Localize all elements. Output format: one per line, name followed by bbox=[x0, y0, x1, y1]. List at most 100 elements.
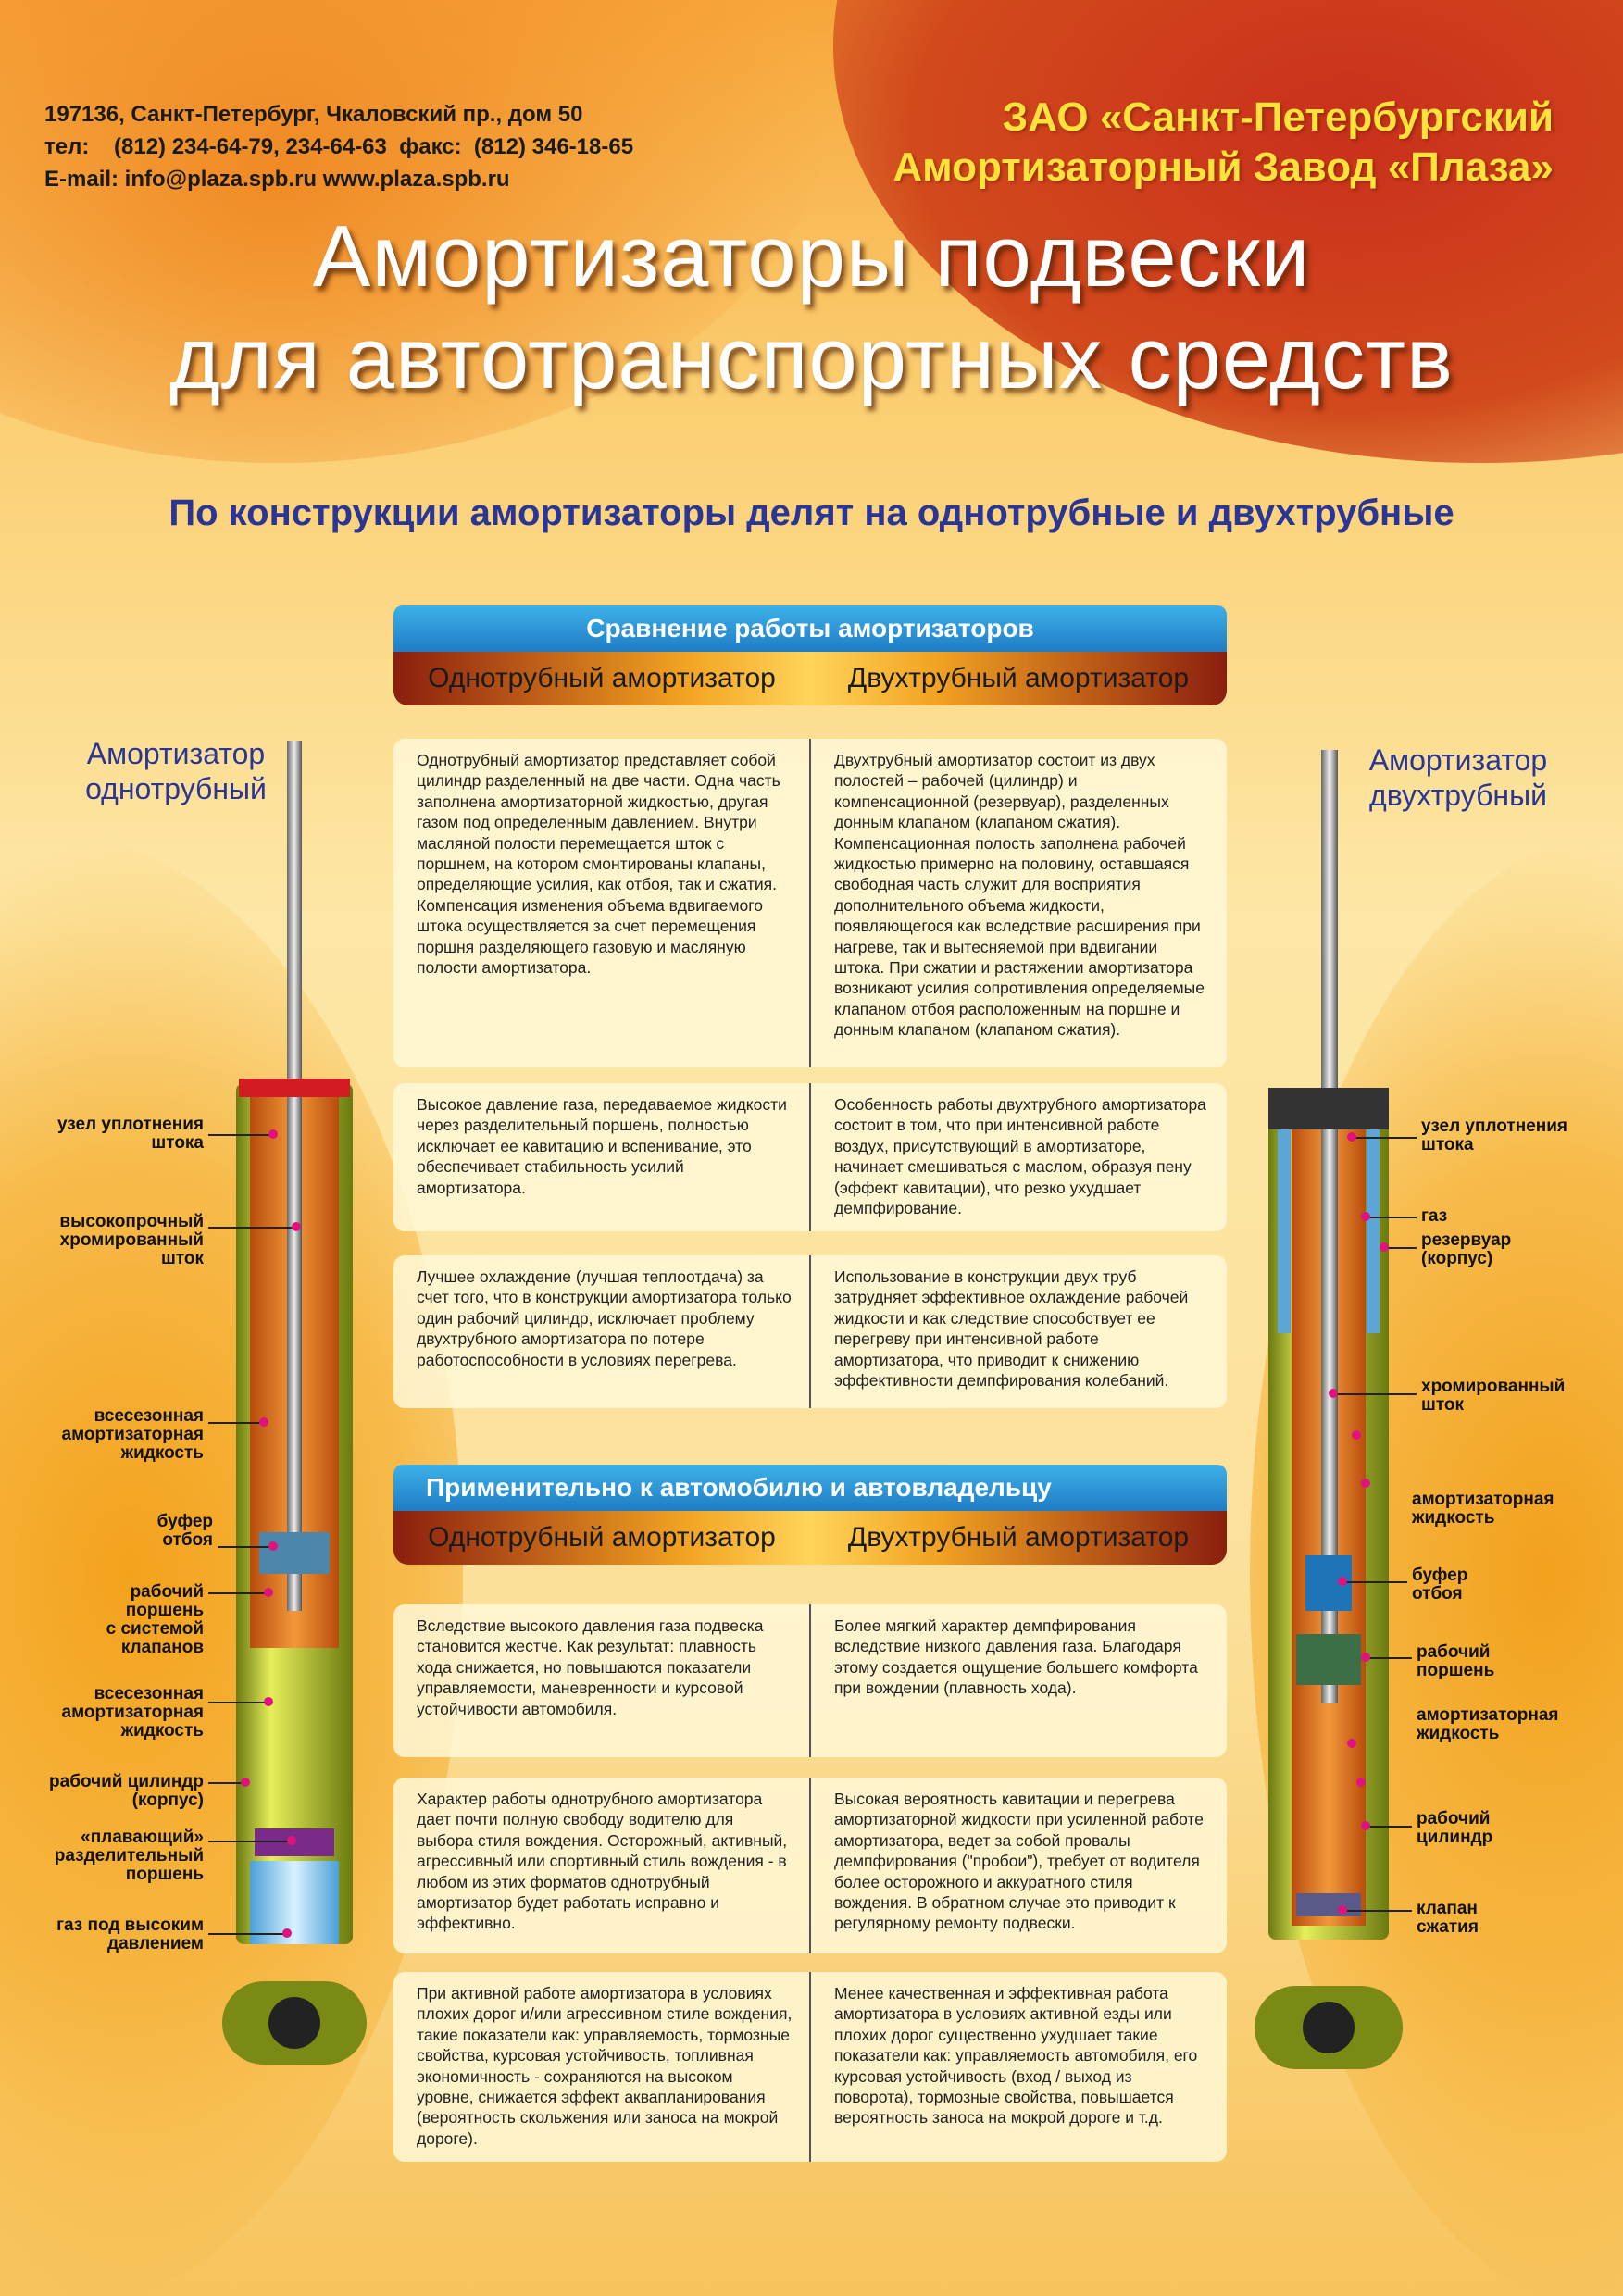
part-label-line: жидкость bbox=[120, 1443, 204, 1463]
part-label-line: высокопрочный bbox=[59, 1212, 204, 1231]
part-label-line: хромированный bbox=[59, 1230, 204, 1250]
gas-chamber bbox=[250, 1861, 339, 1944]
part-label-line: поршень bbox=[125, 1601, 204, 1620]
part-marker bbox=[241, 1778, 250, 1787]
leader-line bbox=[1342, 1581, 1407, 1583]
part-label-line: отбоя bbox=[1412, 1584, 1463, 1603]
leader-line bbox=[208, 1134, 273, 1136]
part-label-line: амортизаторная bbox=[1417, 1705, 1559, 1725]
mono-text: Лучшее охлаждение (лучшая теплоотдача) з… bbox=[417, 1267, 792, 1369]
part-marker bbox=[1361, 1212, 1370, 1221]
company-line: ЗАО «Санкт-Петербургский bbox=[1002, 94, 1554, 140]
part-label-line: поршень bbox=[1417, 1661, 1495, 1680]
leader-line bbox=[1352, 1137, 1417, 1139]
leader-line bbox=[1333, 1393, 1417, 1395]
part-label-line: «плавающий» bbox=[81, 1828, 204, 1847]
gas-space bbox=[1278, 1129, 1291, 1333]
part-label-line: разделительный bbox=[54, 1846, 204, 1866]
part-label-line: буфер bbox=[1412, 1566, 1468, 1585]
twin-absorber-label: Амортизатор двухтрубный bbox=[1333, 742, 1583, 813]
part-label-line: всесезонная bbox=[94, 1684, 204, 1703]
part-marker bbox=[1361, 1821, 1370, 1830]
mono-text: Характер работы однотрубного амортизатор… bbox=[417, 1790, 788, 1933]
twin-text: Высокая вероятность кавитации и перегрев… bbox=[809, 1778, 1227, 1953]
part-marker bbox=[1338, 1577, 1347, 1586]
gas-space bbox=[1367, 1129, 1380, 1333]
leader-line bbox=[1342, 1910, 1412, 1912]
label-line: Амортизатор bbox=[1368, 743, 1548, 777]
part-marker bbox=[264, 1697, 273, 1706]
title-line: Амортизаторы подвески bbox=[312, 207, 1311, 305]
part-label-line: узел уплотнения bbox=[56, 1115, 204, 1134]
comparison-row: Однотрубный амортизатор представляет соб… bbox=[393, 739, 1227, 1067]
part-label-line: штока bbox=[151, 1133, 204, 1153]
part-label-line: амортизаторная bbox=[61, 1703, 204, 1722]
leader-line bbox=[208, 1933, 287, 1935]
part-marker bbox=[1356, 1778, 1366, 1787]
leader-line bbox=[1384, 1247, 1417, 1249]
part-label-line: узел уплотнения bbox=[1421, 1117, 1568, 1136]
part-label-line: рабочий bbox=[1417, 1642, 1491, 1662]
label-line: Амортизатор bbox=[86, 737, 266, 770]
comparison-row: Характер работы однотрубного амортизатор… bbox=[393, 1778, 1227, 1953]
part-label-line: (корпус) bbox=[131, 1791, 204, 1810]
label-line: однотрубный bbox=[85, 772, 267, 805]
part-marker bbox=[264, 1588, 273, 1597]
leader-line bbox=[208, 1702, 268, 1703]
part-label-line: жидкость bbox=[1412, 1508, 1495, 1528]
part-marker bbox=[287, 1836, 296, 1845]
part-marker bbox=[1361, 1653, 1370, 1662]
part-label-line: резервуар bbox=[1421, 1230, 1512, 1250]
part-marker bbox=[282, 1928, 292, 1938]
part-label-line: хромированный bbox=[1421, 1377, 1566, 1396]
part-label-line: газ под высоким bbox=[56, 1915, 204, 1935]
part-marker bbox=[259, 1417, 268, 1427]
part-label-line: шток bbox=[1421, 1395, 1465, 1415]
mount-hole bbox=[268, 1997, 320, 2049]
part-label: газ bbox=[1421, 1207, 1606, 1226]
part-label-line: амортизаторная bbox=[61, 1425, 204, 1444]
twin-text: Более мягкий характер демпфирования всле… bbox=[809, 1604, 1227, 1757]
piston bbox=[259, 1532, 330, 1574]
part-label-line: жидкость bbox=[1417, 1724, 1500, 1743]
section2-column-headers: Однотрубный амортизатор Двухтрубный амор… bbox=[393, 1511, 1227, 1565]
col-head-twin: Двухтрубный амортизатор bbox=[847, 663, 1190, 693]
part-label-line: отбоя bbox=[162, 1530, 213, 1550]
page-subtitle: По конструкции амортизаторы делят на одн… bbox=[169, 493, 1454, 533]
twin-text: Менее качественная и эффективная работа … bbox=[809, 1972, 1227, 2162]
part-label-line: штока bbox=[1421, 1135, 1474, 1154]
leader-line bbox=[1366, 1657, 1412, 1659]
piston bbox=[1296, 1634, 1361, 1685]
part-label-line: газ bbox=[1421, 1206, 1448, 1226]
part-marker bbox=[1361, 1479, 1370, 1488]
part-label-line: буфер bbox=[156, 1512, 213, 1531]
rod-seal bbox=[239, 1079, 350, 1097]
mono-text: При активной работе амортизатора в услов… bbox=[417, 1984, 793, 2148]
leader-line bbox=[208, 1592, 268, 1594]
twin-text: Особенность работы двухтрубного амортиза… bbox=[809, 1083, 1227, 1231]
part-label-line: поршень bbox=[125, 1865, 204, 1884]
part-label-line: клапан bbox=[1417, 1899, 1478, 1918]
mono-text: Однотрубный амортизатор представляет соб… bbox=[417, 751, 780, 978]
part-marker bbox=[268, 1541, 278, 1551]
page-title: Амортизаторы подвески для автотранспортн… bbox=[0, 206, 1623, 409]
part-marker bbox=[268, 1129, 278, 1139]
address: 197136, Санкт-Петербург, Чкаловский пр.,… bbox=[44, 102, 583, 127]
contact-info: 197136, Санкт-Петербург, Чкаловский пр.,… bbox=[44, 98, 633, 195]
comparison-row: Лучшее охлаждение (лучшая теплоотдача) з… bbox=[393, 1255, 1227, 1408]
email-web: E-mail: info@plaza.spb.ru www.plaza.spb.… bbox=[44, 167, 510, 192]
part-label-line: шток bbox=[160, 1249, 204, 1268]
mono-text: Вследствие высокого давления газа подвес… bbox=[417, 1616, 764, 1718]
